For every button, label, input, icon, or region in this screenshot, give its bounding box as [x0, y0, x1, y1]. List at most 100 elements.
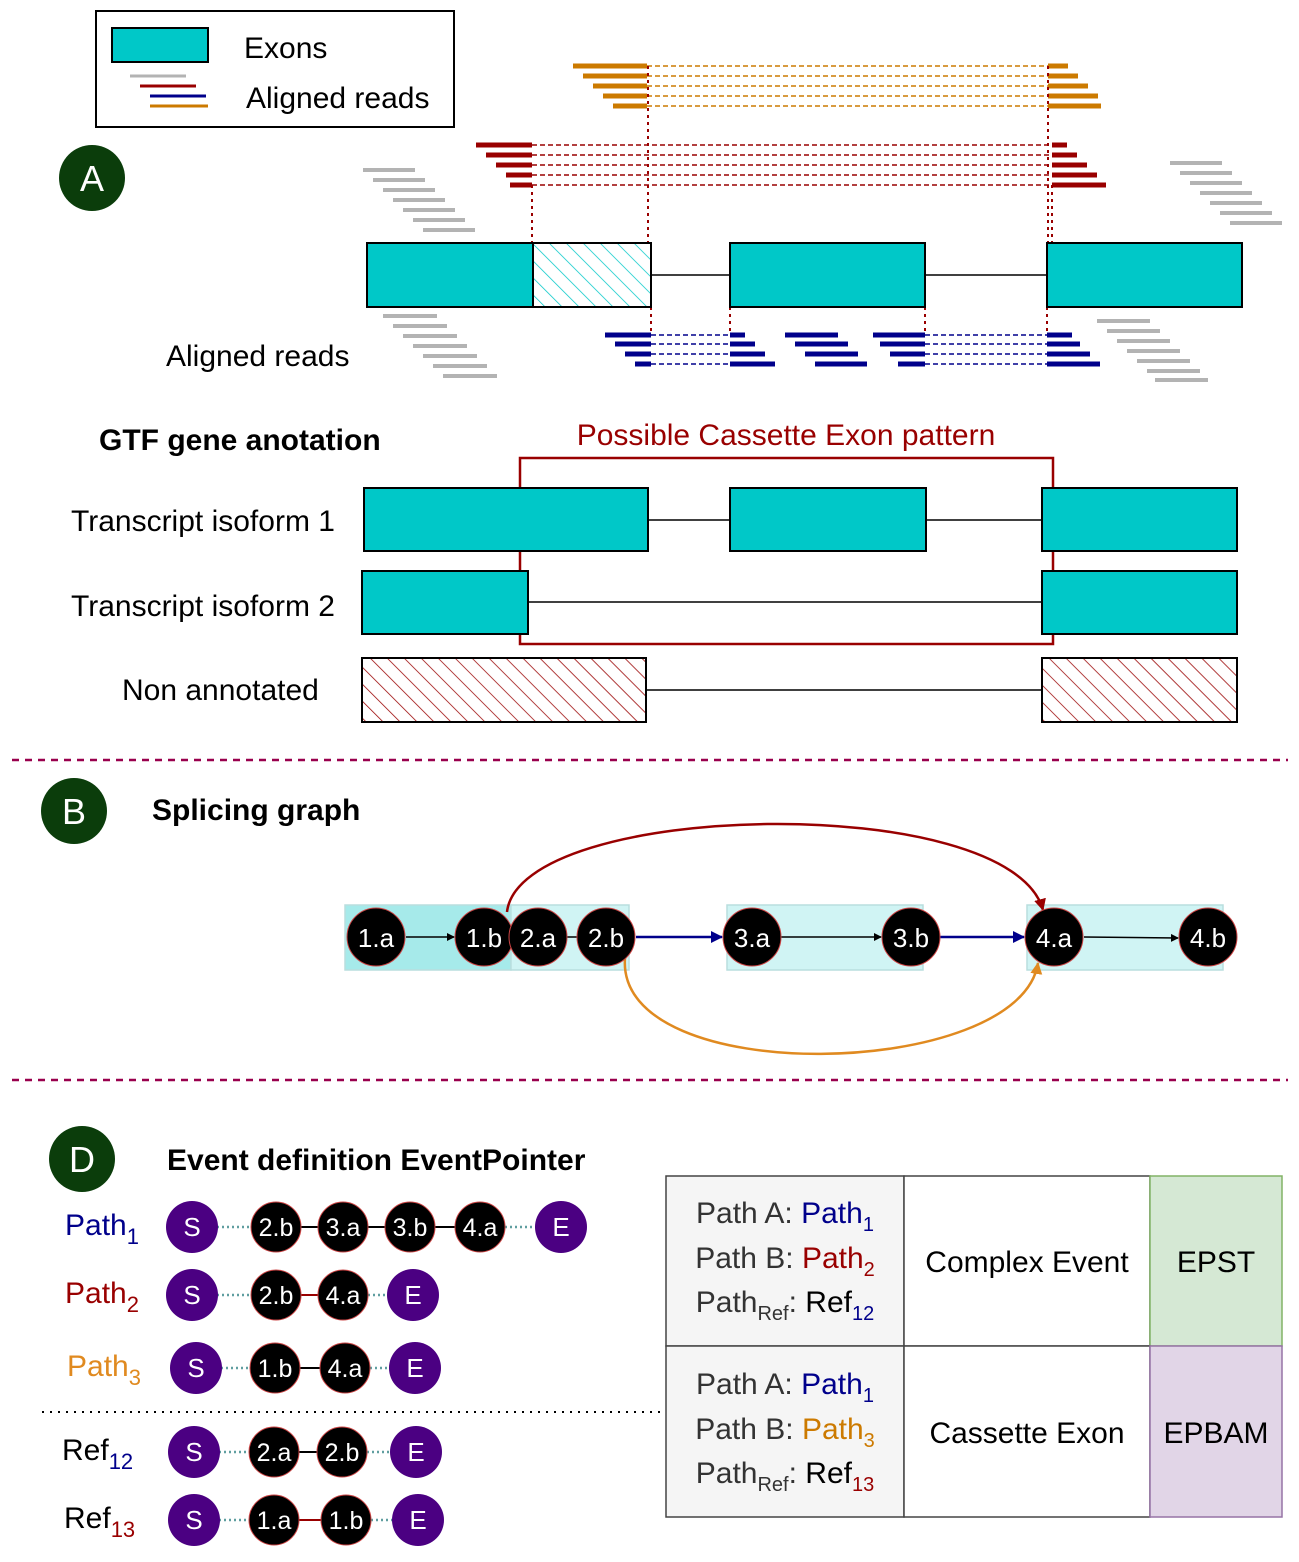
end-node: E [392, 1494, 444, 1546]
start-node: S [166, 1269, 218, 1321]
end-node: E [387, 1269, 439, 1321]
chain-node: 2.b [250, 1201, 302, 1253]
exon-3 [729, 242, 926, 308]
event-type: Cassette Exon [929, 1417, 1124, 1450]
svg-text:S: S [185, 1437, 202, 1467]
svg-text:1.b: 1.b [329, 1507, 364, 1535]
isoform-1-model [363, 487, 1238, 552]
svg-text:3.b: 3.b [393, 1214, 428, 1242]
event-type: Complex Event [925, 1246, 1129, 1279]
svg-text:4.a: 4.a [1036, 923, 1073, 953]
legend: Exons Aligned reads [95, 10, 455, 128]
node-1b: 1.b [454, 907, 514, 967]
tool-name: EPST [1177, 1246, 1255, 1279]
table-row: Path A: Path1 Path B: Path2 PathRef: Ref… [695, 1197, 1255, 1325]
legend-exon-swatch [111, 27, 209, 63]
exon-4 [1046, 242, 1243, 308]
orange-read-junctions [647, 65, 1048, 107]
panel-b-badge [41, 778, 107, 844]
svg-text:E: E [404, 1280, 421, 1310]
chain-node: 1.b [320, 1494, 372, 1546]
svg-text:S: S [187, 1353, 204, 1383]
path-a-cell: Path A: Path1 [696, 1368, 874, 1407]
start-node: S [170, 1342, 222, 1394]
isoform-2-label: Transcript isoform 2 [71, 590, 335, 623]
grey-reads-lower-left [383, 314, 497, 378]
start-node: S [168, 1426, 220, 1478]
grey-reads-upper-left [363, 168, 475, 232]
svg-text:1.a: 1.a [358, 923, 395, 953]
node-2a: 2.a [508, 907, 568, 967]
path-label: Ref13 [64, 1502, 135, 1542]
end-node: E [389, 1342, 441, 1394]
chain-node: 2.b [250, 1269, 302, 1321]
orange-reads [573, 63, 1101, 109]
chain-node: 3.a [317, 1201, 369, 1253]
svg-text:E: E [407, 1437, 424, 1467]
cassette-label: Possible Cassette Exon pattern [577, 419, 996, 452]
svg-text:3.b: 3.b [893, 923, 929, 953]
end-node: E [535, 1201, 587, 1253]
svg-text:4.a: 4.a [326, 1282, 361, 1310]
svg-text:4.b: 4.b [1190, 923, 1226, 953]
svg-text:1.b: 1.b [258, 1355, 293, 1383]
path-label: Path3 [67, 1350, 141, 1390]
svg-text:1.b: 1.b [466, 923, 502, 953]
red-reads [476, 142, 1106, 188]
svg-text:E: E [409, 1505, 426, 1535]
node-2b: 2.b [576, 907, 636, 967]
path-chain: Path2 S 2.b 4.a E [65, 1269, 439, 1321]
svg-text:2.b: 2.b [259, 1282, 294, 1310]
table-row: Path A: Path1 Path B: Path3 PathRef: Ref… [695, 1368, 1268, 1496]
legend-reads-swatch [130, 74, 208, 108]
splicing-graph-title: Splicing graph [152, 794, 360, 827]
gene-model-reads [366, 242, 1243, 308]
panel-a-badge-label: A [80, 158, 104, 199]
event-definition-title: Event definition EventPointer [167, 1144, 586, 1177]
svg-text:E: E [552, 1212, 569, 1242]
graph-nodes: 1.a 1.b 2.a 2.b 3.a 3.b 4.a 4.b [346, 907, 1238, 967]
tool-name: EPBAM [1163, 1417, 1268, 1450]
legend-reads-label: Aligned reads [246, 82, 429, 115]
svg-text:2.a: 2.a [257, 1439, 292, 1467]
chain-node: 2.a [248, 1426, 300, 1478]
junction-guides [531, 66, 1053, 335]
svg-text:S: S [185, 1505, 202, 1535]
isoform-2-model [361, 570, 1238, 635]
start-node: S [168, 1494, 220, 1546]
svg-text:3.a: 3.a [734, 923, 771, 953]
path-chain: Ref13 S 1.a 1.b E [64, 1494, 444, 1546]
path-label: Path2 [65, 1277, 139, 1317]
svg-text:3.a: 3.a [326, 1214, 361, 1242]
chain-node: 4.a [454, 1201, 506, 1253]
gtf-title: GTF gene anotation [99, 424, 381, 457]
non-annotated-model [361, 657, 1238, 723]
chain-node: 1.a [248, 1494, 300, 1546]
path-b-cell: Path B: Path3 [695, 1413, 875, 1452]
svg-text:4.a: 4.a [328, 1355, 363, 1383]
node-3b: 3.b [881, 907, 941, 967]
svg-text:E: E [406, 1353, 423, 1383]
red-skip-edge [505, 822, 1046, 913]
red-read-junctions [532, 144, 1052, 186]
exon-1 [366, 242, 534, 308]
path-chain: Path3 S 1.b 4.a E [67, 1342, 441, 1394]
svg-text:2.b: 2.b [588, 923, 624, 953]
path-a-cell: Path A: Path1 [696, 1197, 874, 1236]
node-4b: 4.b [1178, 907, 1238, 967]
grey-reads-upper-right [1170, 161, 1282, 225]
orange-skip-edge [623, 957, 1043, 1056]
panel-b-badge-label: B [62, 791, 86, 832]
svg-text:1.a: 1.a [257, 1507, 292, 1535]
svg-text:2.a: 2.a [520, 923, 557, 953]
end-node: E [390, 1426, 442, 1478]
svg-text:2.b: 2.b [325, 1439, 360, 1467]
panel-d-badge-label: D [69, 1139, 95, 1180]
node-4a: 4.a [1024, 907, 1084, 967]
blue-read-junctions [651, 334, 1047, 365]
exon-2-hatched [532, 242, 652, 308]
node-3a: 3.a [722, 907, 782, 967]
